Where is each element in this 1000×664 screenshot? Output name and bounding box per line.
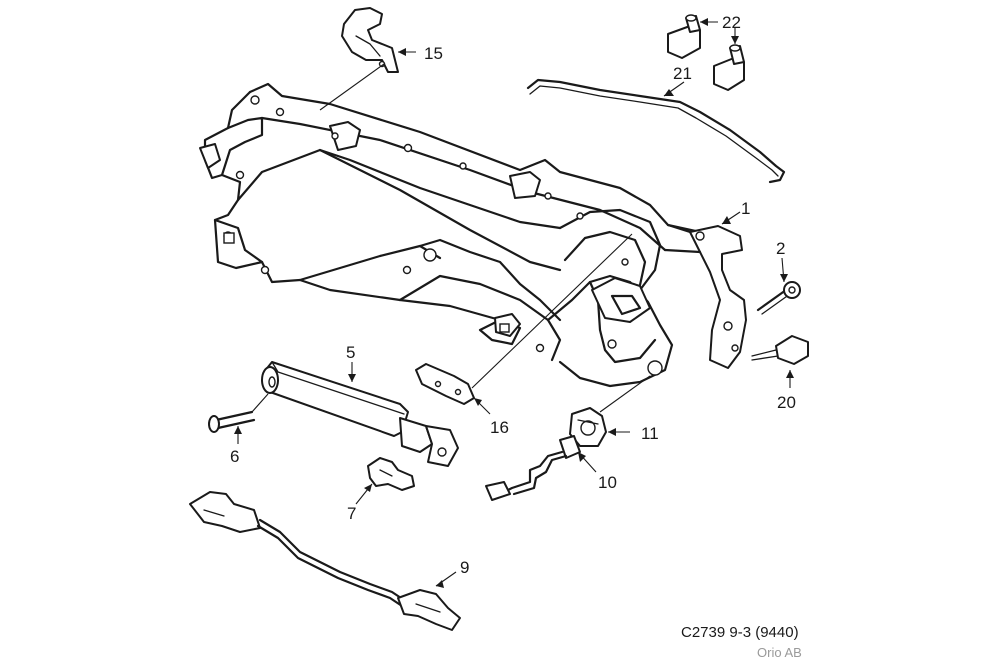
callout-labels: 15 22 21 1 2 20 5 16 11 6 7 10 9	[230, 13, 796, 577]
part-22-nut-upper	[667, 14, 701, 59]
part-9-harness	[189, 491, 461, 631]
part-5-actuator	[261, 361, 459, 467]
callout-21: 21	[673, 64, 692, 83]
part-15-clip	[341, 7, 399, 73]
part-20-clip	[751, 335, 809, 365]
callout-2: 2	[776, 239, 785, 258]
callout-9: 9	[460, 558, 469, 577]
part-10-harness	[485, 435, 581, 501]
company-credit: Orio AB	[757, 645, 802, 660]
part-2-bolt	[756, 281, 801, 315]
callout-22: 22	[722, 13, 741, 32]
callout-20: 20	[777, 393, 796, 412]
callout-7: 7	[347, 504, 356, 523]
callout-5: 5	[346, 343, 355, 362]
callout-1: 1	[741, 199, 750, 218]
reference-code: C2739 9-3 (9440)	[681, 624, 799, 641]
main-frame	[199, 82, 747, 388]
part-22-nut-lower	[713, 44, 745, 91]
callout-10: 10	[598, 473, 617, 492]
callout-11: 11	[641, 424, 659, 443]
arrowheads	[234, 18, 794, 588]
leader-lines	[237, 21, 791, 587]
part-7-clip	[367, 457, 415, 491]
callout-16: 16	[490, 418, 509, 437]
callout-15: 15	[424, 44, 443, 63]
callout-6: 6	[230, 447, 239, 466]
part-16-plate	[415, 363, 475, 405]
part-6-pin	[208, 410, 256, 433]
part-21-rod	[526, 78, 786, 184]
